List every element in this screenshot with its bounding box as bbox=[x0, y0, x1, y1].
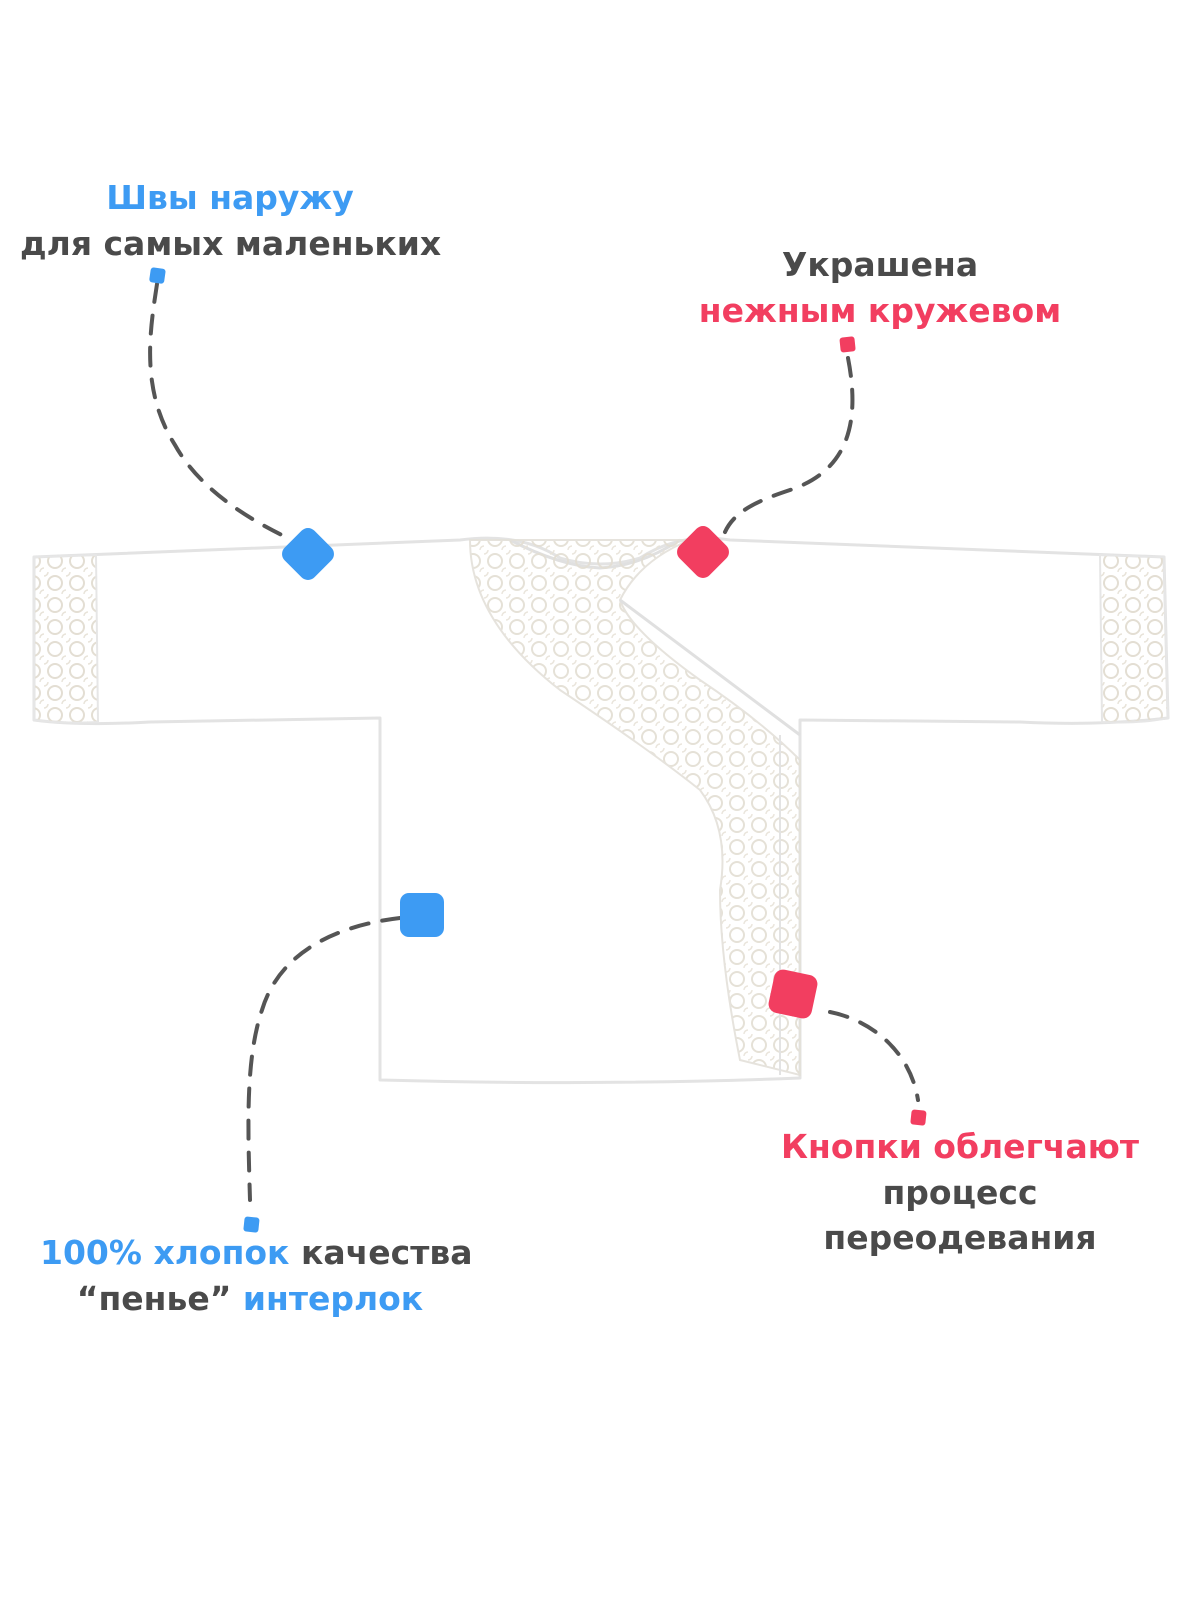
cotton-quality: качества bbox=[300, 1233, 473, 1272]
seams-subtitle: для самых маленьких bbox=[20, 223, 442, 263]
lace-small-marker bbox=[839, 336, 856, 353]
buttons-small-marker bbox=[910, 1109, 927, 1126]
lace-callout: Украшена нежным кружевом bbox=[690, 242, 1070, 333]
seams-callout: Швы наружу для самых маленьких bbox=[20, 175, 442, 266]
connector-seams bbox=[148, 267, 334, 580]
wrap-seam bbox=[619, 598, 801, 737]
cotton-highlight: 100% хлопок bbox=[40, 1233, 290, 1272]
connector-lace bbox=[677, 336, 856, 578]
lace-trim bbox=[468, 539, 801, 1077]
seams-large-marker bbox=[282, 528, 334, 580]
lace-subtitle: нежным кружевом bbox=[698, 290, 1062, 330]
right-cuff bbox=[1098, 553, 1170, 724]
buttons-title: Кнопки облегчают bbox=[781, 1127, 1139, 1166]
connector-buttons bbox=[768, 969, 927, 1126]
cotton-callout: 100% хлопок качества “пенье” интерлок bbox=[40, 1230, 472, 1321]
cotton-penye: “пенье” bbox=[76, 1278, 232, 1318]
seams-title: Швы наружу bbox=[106, 178, 354, 217]
left-cuff bbox=[33, 553, 100, 724]
seams-small-marker bbox=[149, 267, 166, 284]
buttons-callout: Кнопки облегчают процесс переодевания bbox=[760, 1124, 1160, 1261]
cotton-large-marker bbox=[400, 893, 444, 937]
lace-large-marker bbox=[677, 526, 729, 578]
buttons-line2: процесс bbox=[882, 1172, 1038, 1212]
lace-title: Украшена bbox=[781, 245, 979, 284]
buttons-line3: переодевания bbox=[823, 1218, 1097, 1258]
cotton-small-marker bbox=[243, 1216, 260, 1233]
buttons-large-marker bbox=[768, 969, 818, 1019]
baby-shirt-image bbox=[32, 536, 1170, 1085]
connector-cotton bbox=[243, 893, 444, 1233]
cotton-interlock: интерлок bbox=[242, 1278, 424, 1318]
